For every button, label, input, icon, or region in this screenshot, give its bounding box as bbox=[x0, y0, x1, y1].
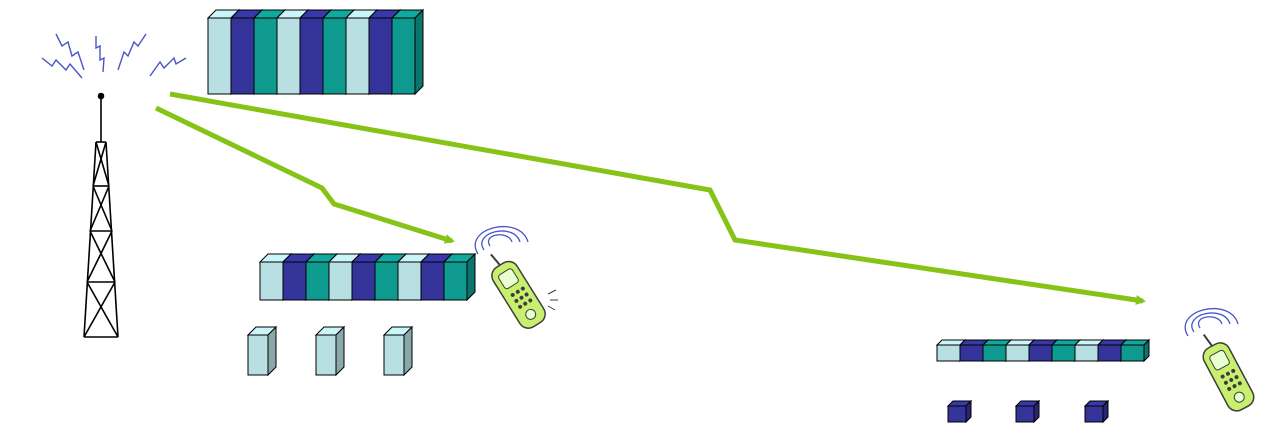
mobile-phone-icon bbox=[1185, 309, 1257, 415]
small-blocks-far bbox=[948, 401, 1108, 422]
mobile-phone-icon bbox=[475, 227, 558, 332]
radio-waves-icon bbox=[42, 34, 186, 78]
radio-waves-icon bbox=[475, 227, 528, 254]
small-block bbox=[1085, 401, 1108, 422]
small-block bbox=[248, 327, 276, 375]
small-block bbox=[384, 327, 412, 375]
small-block bbox=[316, 327, 344, 375]
packet-block bbox=[444, 254, 475, 300]
small-block bbox=[1016, 401, 1039, 422]
packet-block bbox=[1121, 340, 1149, 361]
small-block bbox=[948, 401, 971, 422]
radio-tower-icon bbox=[84, 94, 118, 338]
packet-block bbox=[392, 10, 423, 94]
packet-stack-near bbox=[260, 254, 475, 300]
packet-stack-far bbox=[937, 340, 1149, 361]
radio-waves-icon bbox=[1185, 309, 1238, 336]
arrow-to-near-receiver bbox=[156, 108, 452, 241]
small-blocks-near bbox=[248, 327, 412, 375]
packet-stack-top bbox=[208, 10, 423, 94]
